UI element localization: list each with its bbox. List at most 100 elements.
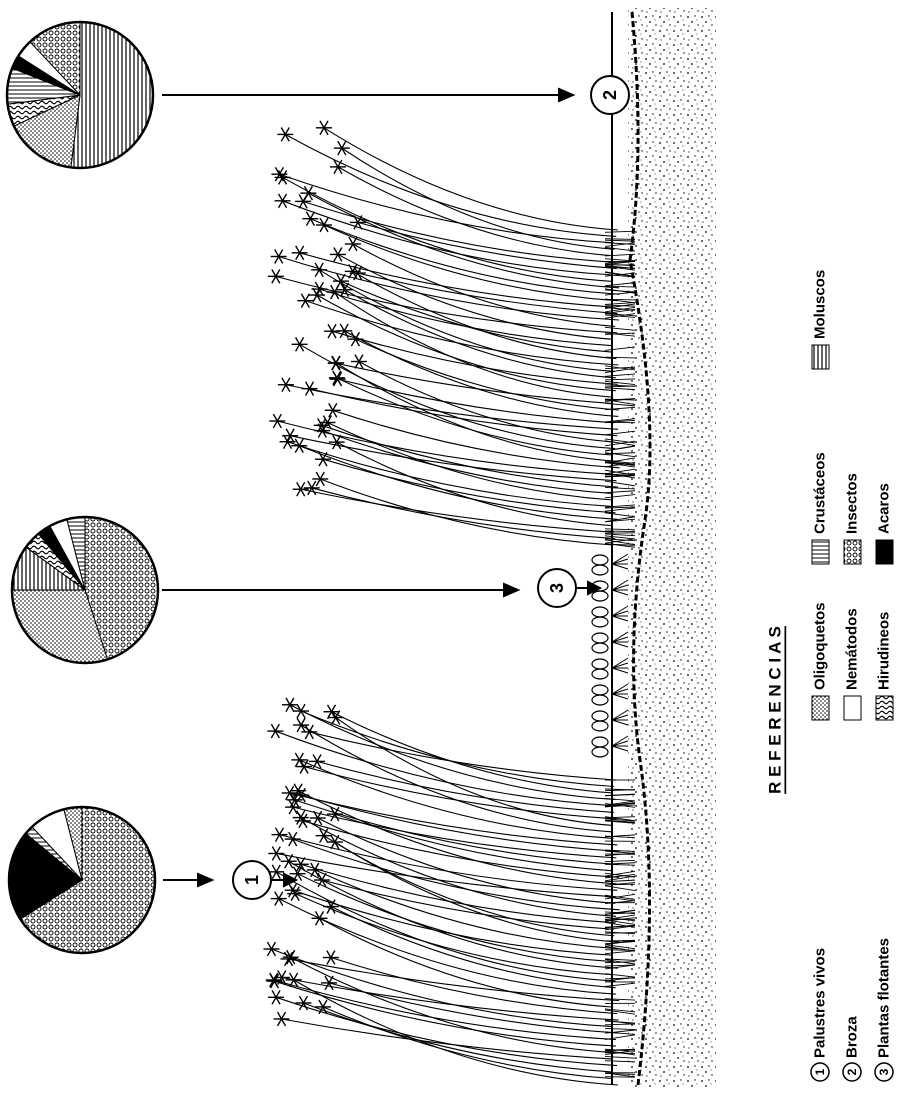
reed-tuft — [323, 951, 339, 965]
legend-habitat-2-number: 2 — [845, 1068, 859, 1075]
legend-habitat-1: 1 Palustres vivos — [811, 948, 829, 1081]
legend-hirudineos-label: Hirudineos — [876, 612, 893, 690]
reed-tuft — [275, 171, 291, 185]
ground-tuft — [605, 531, 635, 532]
reed-tuft — [311, 263, 327, 277]
legend-nematodos-label: Nemátodos — [844, 608, 861, 690]
legend-habitat-1-number: 1 — [813, 1068, 827, 1075]
reed-tuft — [302, 382, 318, 396]
reed-stem — [294, 980, 618, 1085]
reed-tuft — [307, 863, 323, 877]
floating-plant — [592, 736, 628, 757]
reed-stem — [279, 899, 616, 995]
reed-stem — [289, 959, 620, 1001]
pie-chart-palustres-vivos — [9, 807, 155, 953]
legend-hirudineos: Hirudineos — [876, 612, 894, 720]
legend-moluscos-label: Moluscos — [812, 270, 829, 339]
legend-insectos: Insectos — [844, 473, 862, 564]
reed-stem — [324, 128, 618, 230]
reed-stem — [301, 711, 614, 786]
legend-title: R E F E R E N C I A S — [766, 626, 785, 794]
reed-tuft — [287, 887, 303, 901]
reed-tuft — [266, 974, 282, 988]
ground-tuft — [605, 933, 635, 934]
reed-tuft — [351, 355, 367, 369]
reed-stem — [353, 244, 615, 326]
legend-habitat-3: 3 Plantas flotantes — [875, 938, 893, 1081]
reed-tuft — [321, 976, 337, 990]
legend-habitat-2: 2 Broza — [843, 1016, 861, 1081]
legend-acaros-label: Acaros — [876, 483, 893, 534]
reed-stem — [355, 339, 619, 410]
reed-tuft — [292, 337, 308, 351]
reed-stem — [337, 442, 613, 526]
legend-nematodos: Nemátodos — [844, 608, 862, 720]
reed-stem — [276, 276, 617, 333]
reed-tuft — [286, 973, 302, 987]
reed-tuft — [324, 705, 340, 719]
legend-oligoquetos: Oligoquetos — [812, 603, 830, 721]
reed-tuft — [278, 378, 294, 392]
ground-tuft — [605, 1077, 635, 1078]
floating-plants — [592, 545, 628, 760]
reed-tuft — [302, 212, 318, 226]
reed-tuft — [274, 1012, 290, 1026]
legend-crustaceos-label: Crustáceos — [812, 452, 829, 534]
floating-plant — [592, 710, 628, 731]
reed-tuft — [267, 724, 283, 738]
pie-chart-broza — [7, 22, 153, 168]
legend-habitat-3-number: 3 — [877, 1068, 891, 1075]
arrow-head-3 — [504, 584, 518, 596]
floating-plant — [592, 632, 628, 653]
pie-slice-moluscos — [71, 22, 153, 168]
floating-plant — [592, 580, 628, 601]
reed-tuft — [327, 285, 343, 299]
legend-insectos-label: Insectos — [844, 473, 861, 534]
reed-tuft — [271, 892, 287, 906]
reed-tuft — [293, 482, 309, 496]
habitat-marker-3-number: 3 — [547, 583, 567, 593]
reed-tuft — [330, 248, 346, 262]
reed-tuft — [336, 324, 352, 338]
reed-stem — [331, 907, 616, 988]
reed-stem — [323, 459, 615, 513]
reed-stem — [298, 791, 617, 884]
reed-stem — [319, 918, 613, 1007]
reed-tuft — [297, 294, 313, 308]
sediment-band — [628, 8, 716, 1088]
reed-stem — [290, 793, 618, 845]
floating-plant — [592, 658, 628, 679]
reed-tuft — [292, 246, 308, 260]
reed-tuft — [268, 990, 284, 1004]
reed-stem — [333, 410, 620, 468]
habitat-marker-1: 1 — [233, 861, 271, 899]
pie-chart-plantas-flotantes — [12, 517, 158, 663]
legend-oligoquetos-label: Oligoquetos — [812, 603, 829, 691]
floating-plant — [592, 606, 628, 627]
reed-tuft — [311, 911, 327, 925]
reed-stem — [304, 767, 616, 819]
reed-tuft — [263, 942, 279, 956]
reed-tuft — [268, 847, 284, 861]
reed-tuft — [316, 218, 332, 232]
reed-tuft — [293, 811, 309, 825]
reed-tuft — [275, 194, 291, 208]
floating-plant — [592, 684, 628, 705]
reed-tuft — [269, 414, 285, 428]
arrow-head-1 — [198, 874, 212, 886]
reed-stem — [342, 148, 615, 249]
reed-stand-palustres-vivos — [263, 698, 635, 1085]
reed-stem — [277, 421, 612, 474]
reed-stem — [332, 331, 618, 384]
reed-tuft — [277, 127, 293, 141]
floating-plant — [592, 554, 628, 575]
reed-stand-broza — [268, 121, 635, 547]
legend-moluscos: Moluscos — [812, 270, 830, 369]
legend: R E F E R E N C I A S 1 Palustres vivos … — [766, 270, 894, 1081]
reed-stem — [332, 712, 613, 793]
reed-stem — [300, 253, 616, 307]
reed-tuft — [329, 371, 345, 385]
legend-crustaceos: Crustáceos — [812, 452, 830, 564]
reed-tuft — [316, 121, 332, 135]
